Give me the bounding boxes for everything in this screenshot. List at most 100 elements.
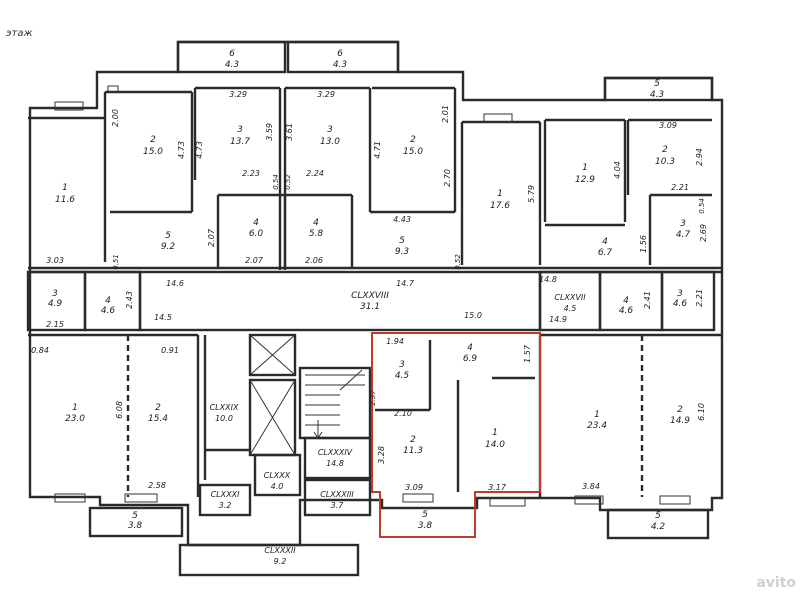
- plan-label-d269: 2.69: [699, 224, 708, 242]
- plan-label-b2-area: 4.3: [333, 60, 348, 70]
- plan-label-d224: 2.24: [306, 169, 324, 178]
- plan-label-r16-area: 4.6: [101, 306, 116, 316]
- balcony-top-mid: [286, 40, 400, 74]
- plan-label-cor8-code: CLXXXII: [264, 546, 296, 555]
- plan-label-r11-num: 3: [680, 219, 686, 229]
- plan-label-d157: 1.57: [523, 344, 532, 363]
- plan-label-r21-num: 5: [132, 511, 138, 521]
- plan-label-b3-num: 5: [654, 79, 660, 89]
- plan-label-r12-area: 9.2: [161, 242, 176, 252]
- avito-watermark: avito: [756, 575, 796, 591]
- plan-label-d243: 2.43: [125, 291, 134, 309]
- plan-label-r25-area: 14.0: [485, 440, 505, 450]
- plan-label-d608: 6.08: [115, 401, 124, 419]
- plan-label-r12-num: 5: [165, 231, 171, 241]
- walls: [26, 40, 724, 577]
- plan-label-r29-area: 4.2: [651, 522, 666, 532]
- plan-label-cor3-area: 10.0: [215, 414, 233, 423]
- plan-label-b3-area: 4.3: [650, 90, 665, 100]
- plan-label-cor5-code: CLXXXI: [211, 490, 240, 499]
- plan-label-r19-num: 1: [72, 403, 78, 413]
- plan-label-r6-area: 17.6: [490, 201, 510, 211]
- plan-label-cor6-code: CLXXXIV: [318, 448, 353, 457]
- plan-label-r8-area: 10.3: [655, 157, 675, 167]
- plan-label-r16-num: 4: [105, 296, 111, 306]
- plan-label-cor8-area: 9.2: [274, 557, 287, 566]
- plan-label-r21-area: 3.8: [128, 521, 143, 531]
- plan-label-r3-area: 13.7: [230, 137, 250, 147]
- plan-label-d294: 2.94: [695, 148, 704, 166]
- plan-label-d309: 3.09: [659, 121, 677, 130]
- plan-label-cor1-code: CLXXVIII: [351, 291, 389, 301]
- plan-label-d329a: 3.29: [229, 90, 247, 99]
- plan-label-r13-num: 5: [399, 236, 405, 246]
- plan-label-d052b: 0.52: [454, 254, 462, 270]
- floor-caption: этаж: [6, 28, 33, 39]
- plan-label-d051: 0.51: [112, 254, 120, 270]
- plan-label-r25-num: 1: [492, 428, 498, 438]
- plan-label-d328: 3.28: [377, 446, 386, 464]
- plan-label-d054a: 0.54: [272, 174, 280, 190]
- plan-label-d303: 3.03: [46, 256, 64, 265]
- plan-label-d270: 2.70: [443, 169, 452, 187]
- plan-label-d194: 1.94: [386, 337, 404, 346]
- plan-label-d404: 4.04: [613, 161, 622, 179]
- plan-label-r22-num: 3: [399, 360, 405, 370]
- plan-label-d200: 2.00: [111, 109, 120, 127]
- plan-label-r23-area: 6.9: [463, 354, 478, 364]
- plan-label-r23-num: 4: [467, 343, 473, 353]
- plan-label-cor2-area: 4.5: [564, 304, 577, 313]
- plan-label-d146: 14.6: [166, 279, 184, 288]
- plan-label-r29-num: 5: [655, 511, 661, 521]
- plan-label-cor6-area: 14.8: [326, 459, 344, 468]
- plan-label-d241: 2.41: [643, 291, 652, 309]
- plan-label-d052a: 0.52: [284, 174, 292, 190]
- plan-label-r24-area: 11.3: [403, 446, 423, 456]
- plan-label-b2-num: 6: [337, 49, 343, 59]
- plan-label-d384: 3.84: [582, 482, 600, 491]
- plan-label-d149: 14.9: [549, 315, 567, 324]
- balcony-bottom-left: [88, 506, 184, 538]
- plan-label-r15-num: 3: [52, 289, 58, 299]
- plan-label-r28-area: 14.9: [670, 416, 690, 426]
- plan-label-cor4-code: CLXXX: [264, 471, 291, 480]
- plan-label-cor7-code: CLXXXIII: [320, 490, 354, 499]
- plan-label-cor1-area: 31.1: [360, 302, 380, 312]
- plan-label-d610: 6.10: [697, 403, 706, 421]
- plan-label-d361: 3.61: [285, 123, 294, 141]
- plan-label-d359: 3.59: [265, 123, 274, 141]
- plan-label-d221a: 2.21: [671, 183, 689, 192]
- balcony-bottom-center: [178, 543, 360, 577]
- plan-label-d473a: 4.73: [177, 141, 186, 159]
- balcony-bottom-right: [606, 508, 710, 540]
- plan-label-d237: 2.37: [369, 390, 377, 406]
- plan-label-d443: 4.43: [393, 215, 411, 224]
- plan-label-d148: 14.8: [539, 275, 557, 284]
- plan-label-d317: 3.17: [488, 483, 507, 492]
- plan-label-r6-num: 1: [497, 189, 503, 199]
- plan-label-d091: 0.91: [161, 346, 179, 355]
- plan-label-d054b: 0.54: [698, 198, 706, 214]
- plan-label-r9-area: 6.0: [249, 229, 264, 239]
- plan-label-r1-num: 1: [62, 183, 68, 193]
- plan-label-d156: 1.56: [639, 235, 648, 253]
- plan-label-cor5-area: 3.2: [219, 501, 232, 510]
- plan-label-d150: 15.0: [464, 311, 482, 320]
- plan-label-r10-area: 5.8: [309, 229, 324, 239]
- plan-label-d471: 4.71: [373, 141, 382, 159]
- plan-label-d145: 14.5: [154, 313, 172, 322]
- highlighted-apartment: [371, 332, 541, 538]
- plan-label-r10-num: 4: [313, 218, 319, 228]
- plan-label-d207a: 2.07: [207, 228, 216, 247]
- plan-label-r27-area: 23.4: [587, 421, 607, 431]
- plan-label-r4-num: 3: [327, 125, 333, 135]
- plan-label-d207b: 2.07: [245, 256, 264, 265]
- plan-label-r7-area: 12.9: [575, 175, 595, 185]
- plan-label-r8-num: 2: [662, 145, 668, 155]
- plan-label-r2-num: 2: [150, 135, 156, 145]
- plan-label-r18-num: 3: [677, 289, 683, 299]
- plan-label-r14-area: 6.7: [598, 248, 613, 258]
- plan-label-r27-num: 1: [594, 410, 600, 420]
- plan-label-d221b: 2.21: [695, 289, 704, 307]
